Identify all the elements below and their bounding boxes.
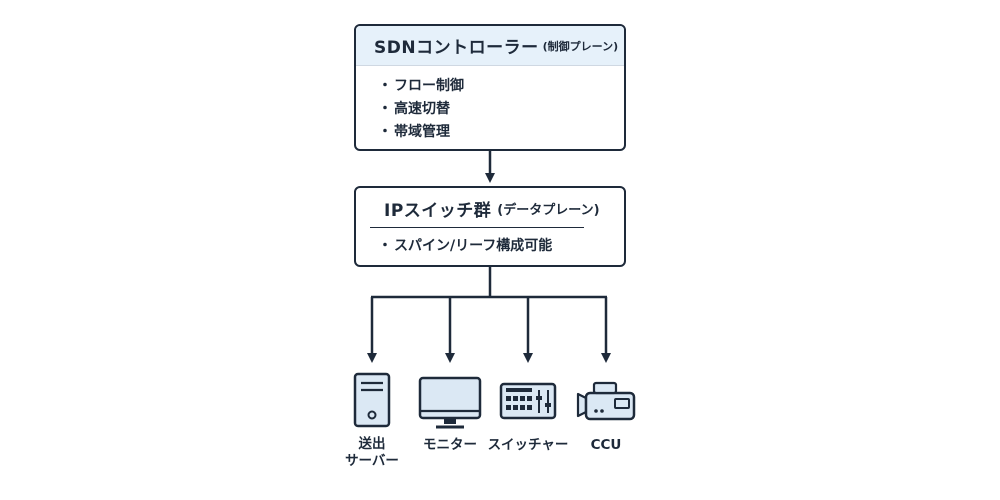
controller-header: SDNコントローラー (制御プレーン) (356, 26, 624, 66)
switcher-label: スイッチャー (487, 437, 569, 453)
server-icon (353, 372, 391, 428)
list-item: ・フロー制御 (378, 78, 464, 94)
switcher-icon (499, 382, 557, 420)
controller-feature-list: ・フロー制御 ・高速切替 ・帯域管理 (356, 66, 624, 144)
camera-device (575, 380, 637, 422)
monitor-label: モニター (423, 437, 477, 453)
server-device (352, 372, 392, 428)
ccu-label: CCU (590, 437, 622, 453)
switches-subtitle: (データプレーン) (497, 202, 600, 218)
server-label: 送出 サーバー (345, 436, 399, 469)
controller-title: SDNコントローラー (374, 38, 539, 58)
list-item: ・スパイン/リーフ構成可能 (378, 238, 553, 254)
switcher-device (499, 382, 557, 420)
switches-title: IPスイッチ群 (384, 200, 492, 221)
sdn-controller-box: SDNコントローラー (制御プレーン) ・フロー制御 ・高速切替 ・帯域管理 (354, 24, 626, 151)
controller-subtitle: (制御プレーン) (542, 39, 619, 53)
camera-icon (576, 381, 636, 421)
switches-header: IPスイッチ群 (データプレーン) (356, 188, 624, 228)
list-item: ・高速切替 (378, 101, 450, 117)
divider (370, 227, 584, 228)
monitor-icon (418, 376, 482, 429)
list-item: ・帯域管理 (378, 124, 450, 140)
ip-switches-box: IPスイッチ群 (データプレーン) ・スパイン/リーフ構成可能 (354, 186, 626, 267)
monitor-device (418, 376, 482, 430)
